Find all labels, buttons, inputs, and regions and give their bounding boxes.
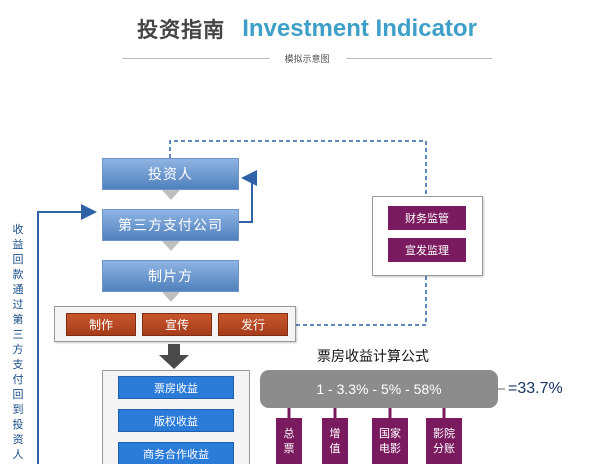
return-label-char: 三	[12, 328, 24, 341]
finance-supervision-box: 财务监管	[388, 206, 466, 230]
return-label-char: 付	[12, 373, 24, 386]
return-line	[37, 204, 97, 464]
return-label-char: 通	[12, 283, 24, 296]
breakdown-text: 增	[329, 427, 341, 440]
breakdown-text: 票	[283, 442, 295, 455]
breakdown-text: 电影	[379, 442, 401, 455]
title-english: Investment Indicator	[242, 15, 477, 42]
subtitle-divider-left	[122, 58, 270, 59]
return-label-char: 投	[12, 418, 24, 431]
return-label-char: 回	[12, 253, 24, 266]
return-label-char: 到	[12, 403, 24, 416]
page-title: 投资指南 Investment Indicator	[0, 14, 614, 44]
return-label-char: 收	[12, 223, 24, 236]
investor-box: 投资人	[102, 158, 239, 190]
breakdown-text: 总	[283, 427, 295, 440]
monitor-line-bottom	[296, 276, 427, 326]
revenue-box-copyright: 版权收益	[118, 409, 234, 432]
breakdown-box: 总票	[276, 418, 302, 464]
return-label-char: 人	[12, 448, 24, 461]
monitor-line-top	[169, 140, 427, 196]
return-label-char: 方	[12, 343, 24, 356]
formula-expression: 1 - 3.3% - 5% - 58%	[260, 370, 498, 408]
breakdown-text: 国家	[379, 427, 401, 440]
stage-promotion: 宣传	[142, 313, 212, 336]
return-label-char: 过	[12, 298, 24, 311]
producer-box: 制片方	[102, 260, 239, 292]
breakdown-text: 值	[329, 442, 341, 455]
breakdown-text: 分账	[433, 442, 455, 455]
return-label-char: 第	[12, 313, 24, 326]
return-label-char: 益	[12, 238, 24, 251]
down-arrow-3	[162, 292, 180, 302]
subtitle: 模拟示意图	[284, 55, 330, 65]
return-label-char: 资	[12, 433, 24, 446]
stages-to-revenue-arrow	[159, 344, 189, 369]
title-chinese: 投资指南	[137, 18, 226, 42]
breakdown-box: 国家电影	[372, 418, 408, 464]
breakdown-box: 增值	[322, 418, 348, 464]
down-arrow-1	[162, 190, 180, 200]
return-label-char: 回	[12, 388, 24, 401]
return-flow-label: 收益回款通过第三方支付回到投资人	[11, 222, 25, 462]
return-label-char: 支	[12, 358, 24, 371]
stage-distribution: 发行	[218, 313, 288, 336]
breakdown-box: 影院分账	[426, 418, 462, 464]
payment-company-box: 第三方支付公司	[102, 209, 239, 241]
revenue-box-business: 商务合作收益	[118, 442, 234, 464]
formula-result: =33.7%	[508, 380, 563, 397]
payment-to-investor-arrow	[239, 170, 257, 223]
revenue-box-box-office: 票房收益	[118, 376, 234, 399]
release-supervision-box: 宣发监理	[388, 238, 466, 262]
stage-production: 制作	[66, 313, 136, 336]
subtitle-divider-right	[346, 58, 492, 59]
down-arrow-2	[162, 241, 180, 251]
formula-title: 票房收益计算公式	[317, 349, 429, 365]
breakdown-text: 影院	[433, 427, 455, 440]
return-label-char: 款	[12, 268, 24, 281]
